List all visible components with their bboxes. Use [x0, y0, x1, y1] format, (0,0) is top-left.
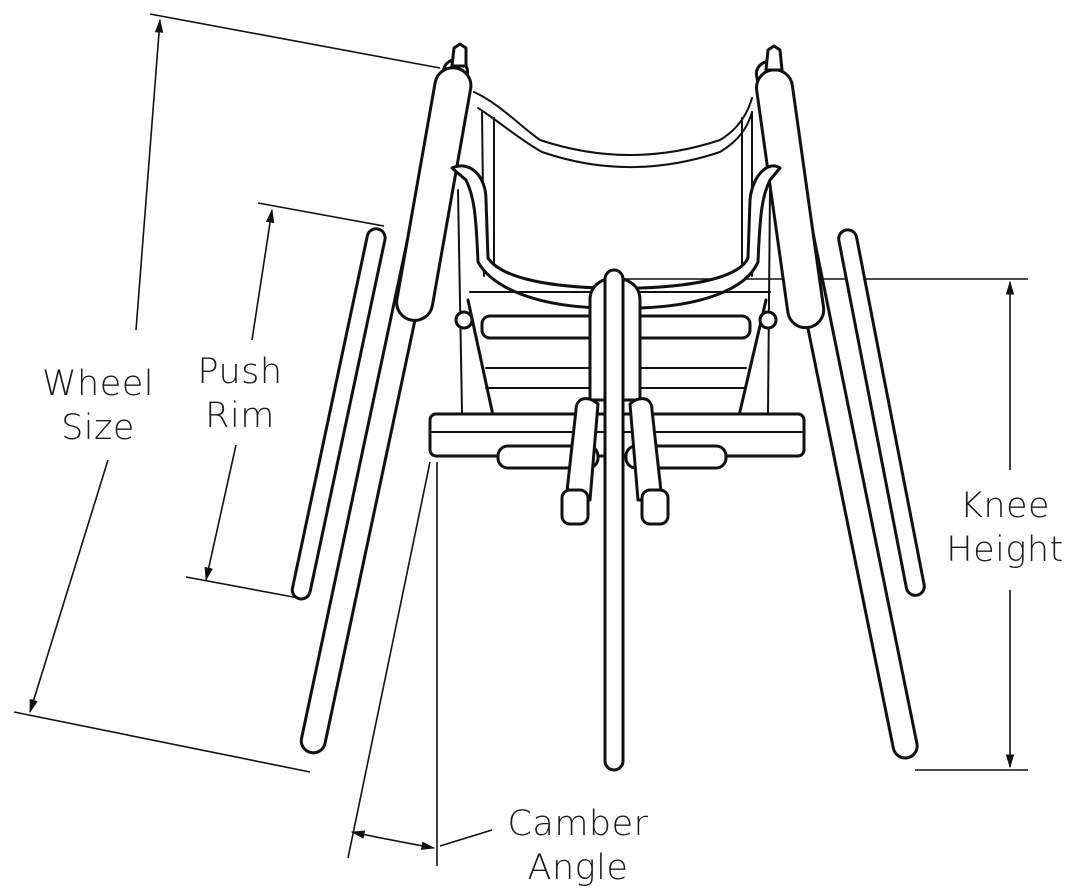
right-wheel: [754, 44, 919, 760]
push-rim-dimension: [185, 202, 385, 600]
push-rim-label: Push Rim: [197, 352, 283, 436]
wheel-size-label: Wheel Size: [41, 364, 155, 448]
left-push-rim: [290, 227, 387, 601]
camber-angle-label: Camber Angle: [507, 804, 649, 888]
knee-height-label: Knee Height: [946, 486, 1064, 570]
left-wheel: [299, 42, 473, 755]
front-boom: [603, 268, 625, 772]
knee-assembly: [560, 276, 670, 526]
camber-angle-dimension: [347, 461, 493, 866]
right-push-rim: [837, 228, 926, 597]
wheel-size-dimension: [13, 13, 441, 773]
